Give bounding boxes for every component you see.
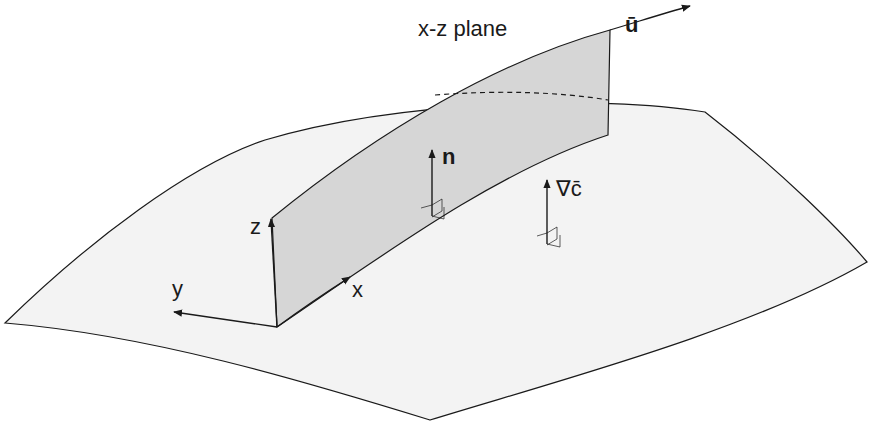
normal-vector (421, 150, 444, 219)
velocity-label: ū (625, 14, 638, 36)
x-axis (277, 277, 350, 327)
y-axis (174, 312, 277, 327)
hidden-edge (435, 92, 608, 100)
axis-label: x (352, 279, 363, 301)
xz-plane (272, 30, 610, 327)
vector-label: n (442, 146, 455, 168)
plane-label: x-z plane (418, 18, 507, 40)
axis-label: z (250, 216, 261, 238)
gradient-label: ∇c̄ (556, 178, 582, 200)
axis-label: y (172, 278, 183, 300)
z-axis (271, 219, 277, 327)
velocity-arrow (610, 6, 690, 30)
